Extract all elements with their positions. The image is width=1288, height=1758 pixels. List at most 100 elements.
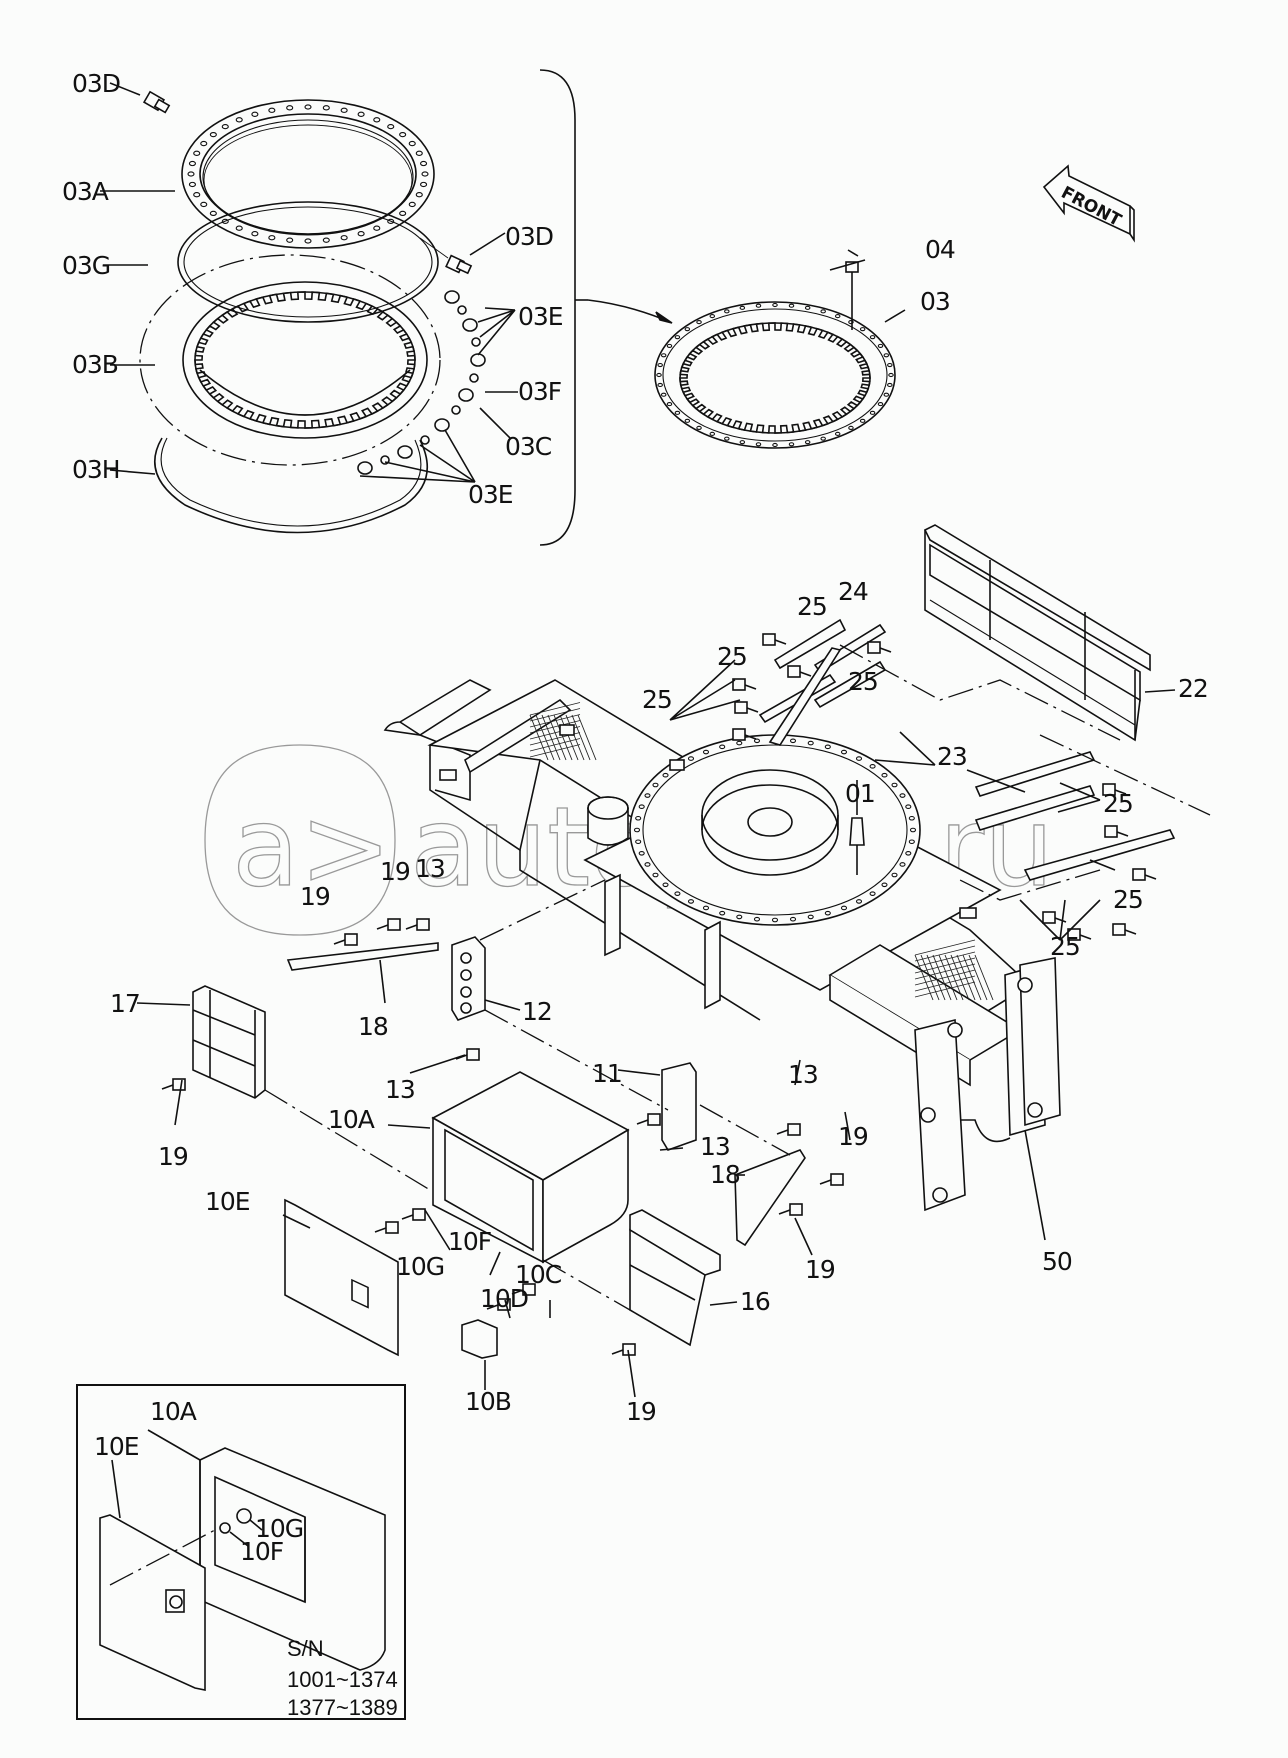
step-17 [192, 985, 266, 1099]
bolt-hole [883, 353, 890, 358]
rear-guard-22 [923, 524, 1151, 742]
bolt-hole [753, 916, 761, 922]
label-25-d: 25 [642, 685, 672, 714]
bolt-hole [415, 150, 423, 156]
bolt-hole [696, 320, 702, 325]
bolt-hole [755, 442, 762, 447]
bolt-hole [719, 744, 726, 750]
bolt-hole [656, 372, 662, 378]
bolt-hole [660, 353, 667, 358]
bolt-hole [772, 442, 778, 448]
label-25-a: 25 [797, 592, 827, 621]
bolt-hole [804, 440, 811, 445]
bolt-hole [887, 382, 893, 388]
label-10G: 10G [396, 1252, 444, 1281]
bolt-hole [221, 123, 229, 130]
bolt-hole [235, 225, 243, 231]
bolt-hole [724, 436, 730, 441]
bolt-hole [877, 343, 884, 349]
bearing-exploded-view [139, 69, 673, 546]
bolt-hole [848, 320, 854, 325]
bolt-hole [193, 150, 201, 156]
bolt-hole [719, 910, 726, 916]
bolt-hole [387, 218, 395, 225]
outer-ring-holes [187, 104, 429, 244]
bolt-hole [909, 827, 917, 833]
bolt [385, 1221, 399, 1234]
bolt [387, 918, 401, 931]
bolt-hole [286, 237, 294, 243]
bolt-25 [732, 678, 746, 691]
group-bracket [539, 69, 576, 546]
bolt-hole [674, 891, 681, 896]
bolt-hole [251, 111, 259, 117]
label-10F: 10F [448, 1227, 491, 1256]
bolt [787, 1123, 801, 1136]
inset-label-10A: 10A [150, 1397, 197, 1426]
bolt-hole [221, 218, 229, 225]
bolt-hole [188, 160, 196, 167]
bolt-hole [286, 105, 294, 111]
inset-frame [76, 1384, 406, 1720]
label-03G: 03G [62, 251, 110, 280]
callout-leaders [100, 82, 1176, 1398]
label-19-c: 19 [158, 1142, 188, 1171]
bolt-hole [187, 171, 195, 177]
bolt-hole [235, 117, 243, 123]
bolt-hole [899, 793, 906, 798]
bolt-hole [859, 418, 866, 423]
bolt-hole [771, 917, 779, 923]
label-19-a: 19 [300, 882, 330, 911]
bolt [522, 1283, 536, 1296]
label-03H: 03H [72, 455, 120, 484]
bolt-25 [1104, 825, 1118, 838]
bolt-hole [684, 327, 691, 332]
bolt-hole [881, 772, 888, 778]
bolt-hole [373, 117, 381, 123]
bolt-hole [420, 181, 428, 188]
label-10B: 10B [465, 1387, 511, 1416]
bolt-hole [739, 440, 746, 445]
seal-ring-03H [154, 437, 429, 534]
bolt-hole [696, 425, 702, 430]
label-13-b: 13 [385, 1075, 415, 1104]
bolt-hole [840, 905, 848, 911]
bolt-hole [859, 327, 866, 332]
inset-toolbox-variant: 10A 10E 10G 10F S/N 1001~1374 1377~1389 [94, 1397, 398, 1720]
bolt-hole [855, 756, 863, 761]
bolt-hole [736, 740, 743, 746]
label-04: 04 [925, 235, 955, 264]
label-03A: 03A [62, 177, 109, 206]
label-19-b: 19 [380, 857, 410, 886]
bolt-hole [887, 362, 893, 368]
inner-ring-03B [182, 281, 428, 439]
bolt [647, 1113, 661, 1126]
bolt-hole [635, 839, 642, 845]
label-25-b: 25 [717, 642, 747, 671]
toolbox-10A [431, 1071, 630, 1264]
bolts-25 [732, 633, 1157, 941]
fasteners [161, 918, 844, 1356]
assembly-guide-lines [264, 644, 1211, 1311]
bolt-hole [209, 210, 217, 217]
bolt-hole [684, 418, 691, 423]
label-22: 22 [1178, 674, 1208, 703]
bolt-hole [357, 231, 365, 237]
bolt-hole [855, 899, 863, 904]
bolt-hole [340, 235, 348, 241]
bolt-03D-top [142, 90, 171, 114]
watermark-a: a> [232, 783, 392, 911]
bolt [789, 1203, 803, 1216]
bolt-hole [399, 210, 407, 217]
bolt-hole [666, 343, 673, 349]
idler-assembly-50 [914, 957, 1061, 1212]
bolt-hole [662, 772, 669, 778]
bolt-25 [787, 665, 801, 678]
bolt-hole [635, 815, 642, 821]
label-50: 50 [1042, 1247, 1072, 1276]
bolt-hole [736, 914, 743, 920]
bolt-hole [888, 372, 894, 378]
bolt-hole [340, 107, 348, 113]
label-18-left: 18 [358, 1012, 388, 1041]
bolt-hole [687, 899, 695, 904]
